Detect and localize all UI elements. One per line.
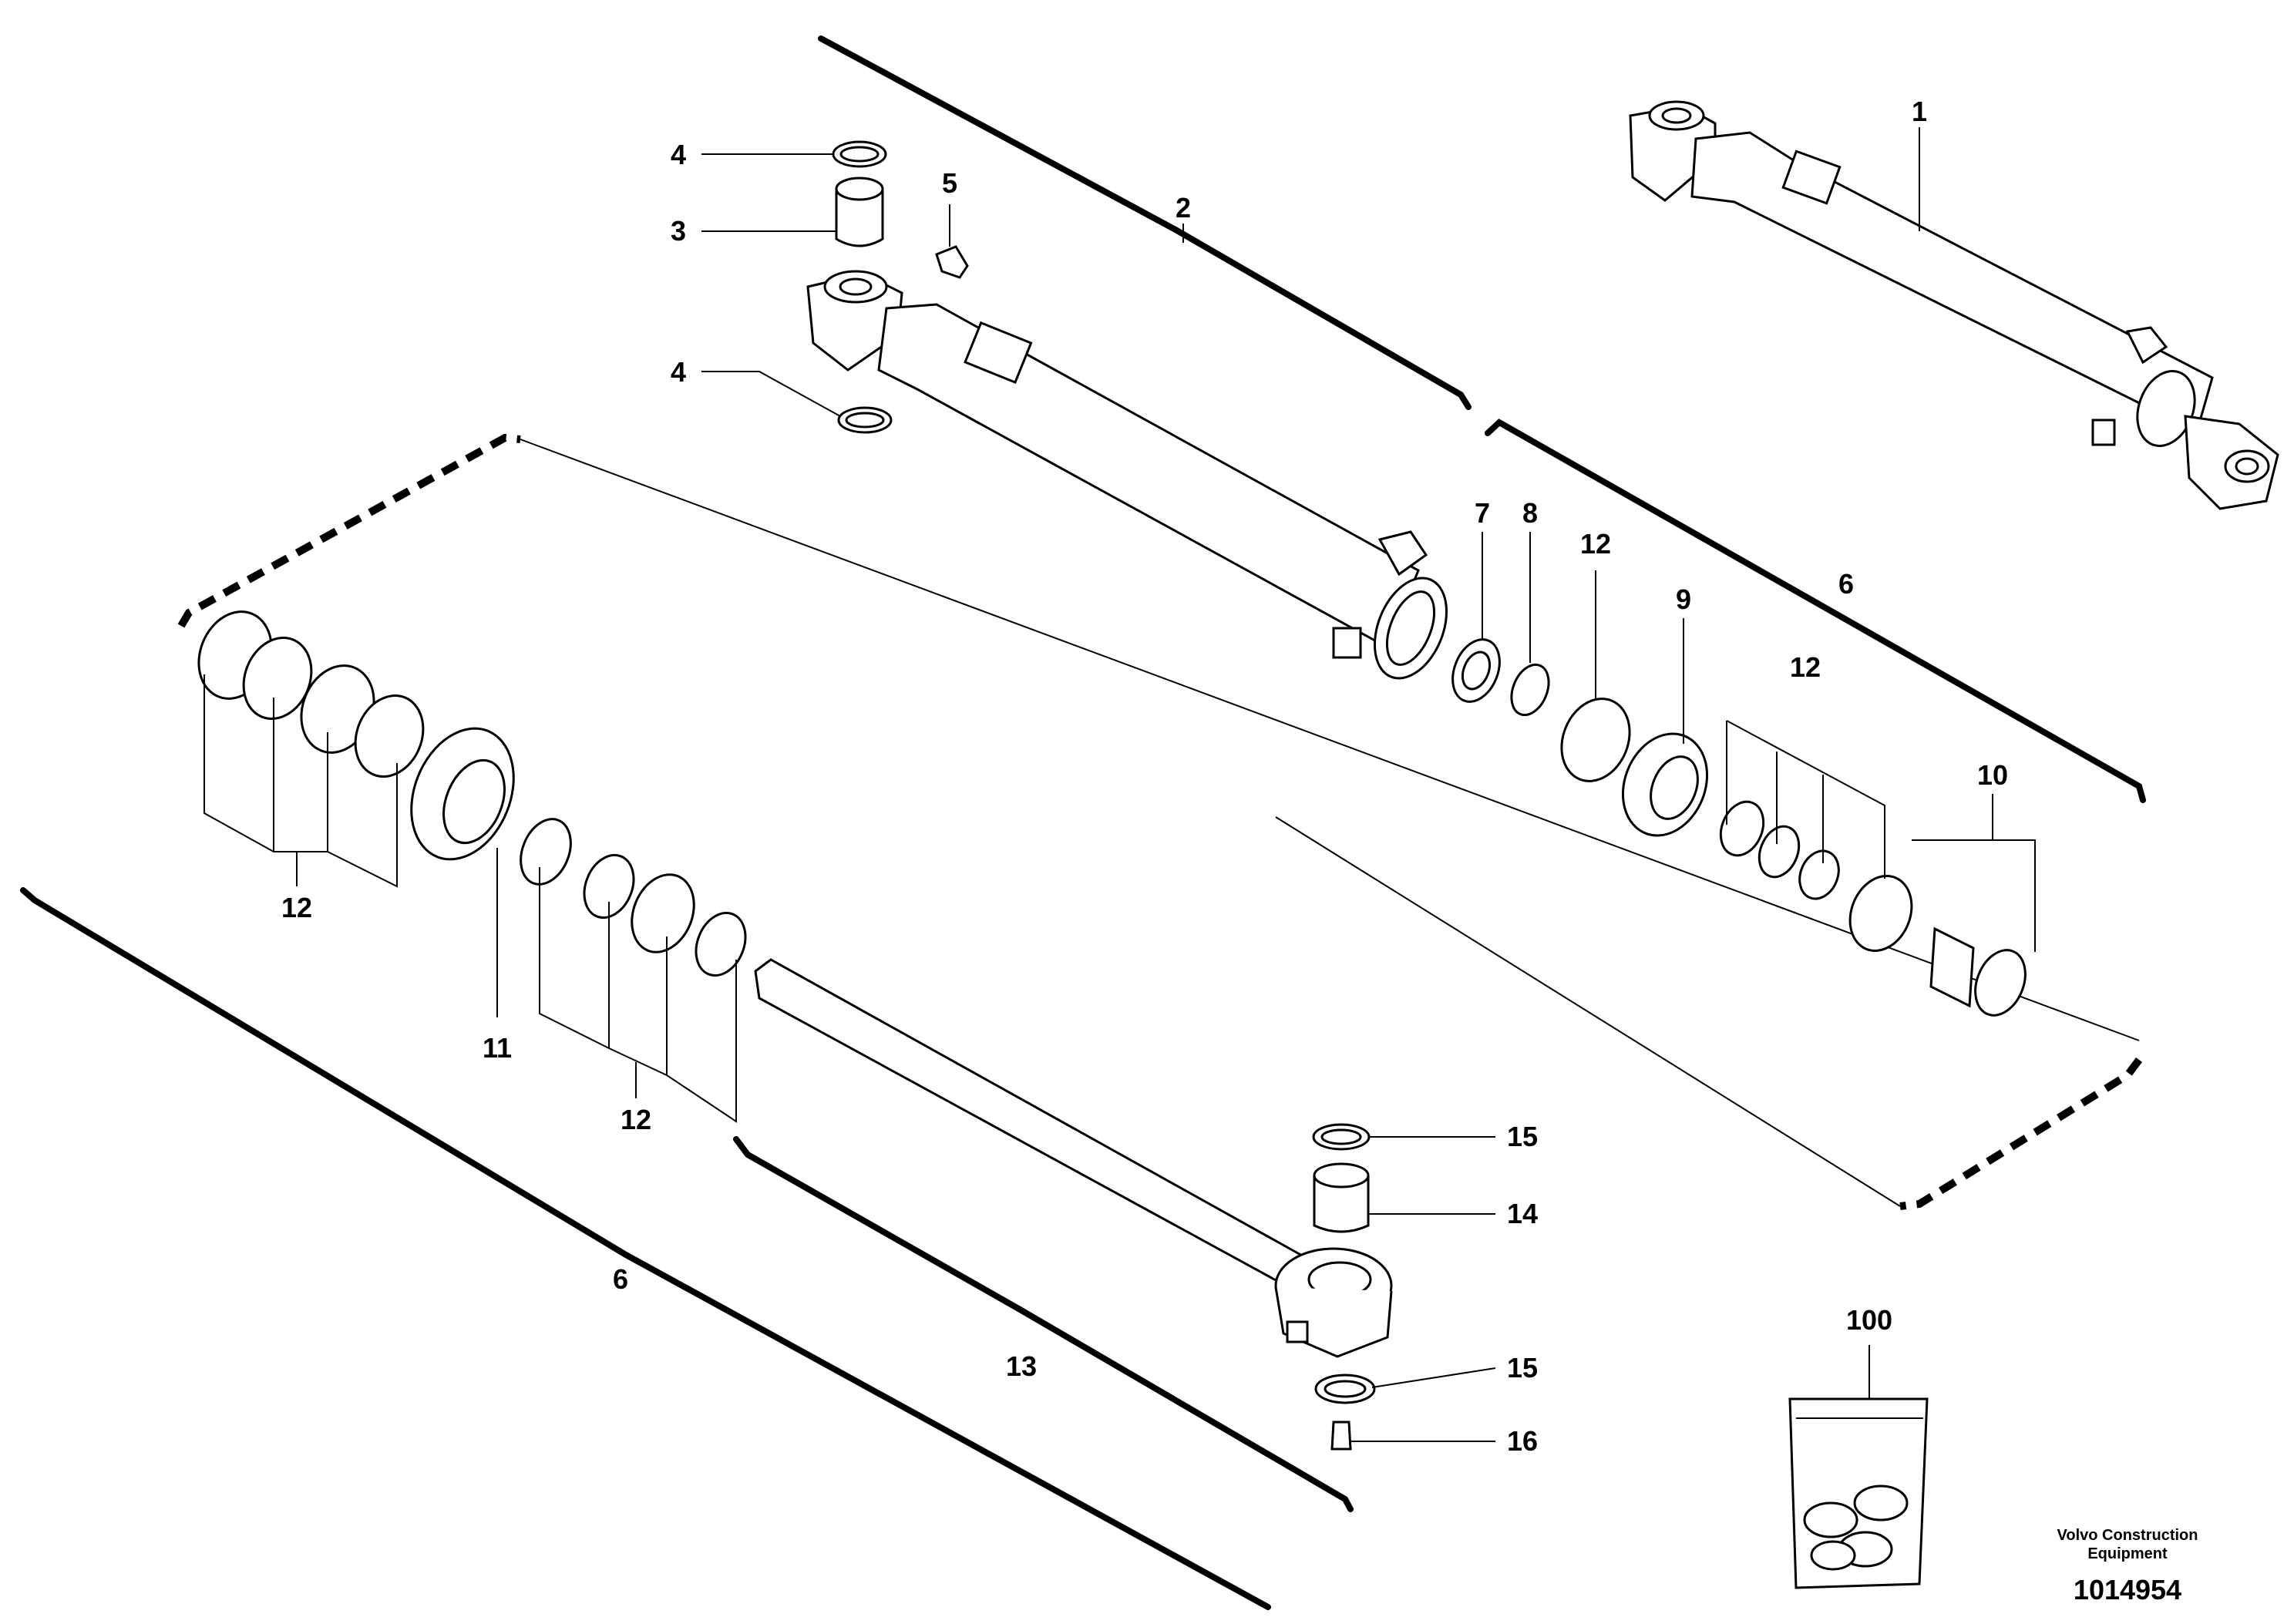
- callout-12-b: 12: [1790, 651, 1821, 683]
- seal-kit-dashed-outline-top: [177, 433, 521, 628]
- callout-5: 5: [942, 167, 957, 199]
- callout-8: 8: [1522, 497, 1538, 529]
- bracket-13: [733, 1136, 1354, 1512]
- callout-1: 1: [1912, 96, 1927, 127]
- company-name-line1: Volvo Construction: [2057, 1527, 2198, 1544]
- callout-7: 7: [1475, 497, 1490, 529]
- bracket-6-right: [1485, 419, 2146, 803]
- callout-13: 13: [1006, 1350, 1037, 1382]
- piston-rod: [754, 958, 1393, 1358]
- callout-2: 2: [1176, 192, 1191, 224]
- cylinder-tube: [806, 270, 1448, 680]
- caption-block: Volvo Construction Equipment 1014954: [2057, 1527, 2198, 1606]
- callout-4-top: 4: [671, 139, 686, 170]
- callout-6-right: 6: [1838, 568, 1854, 600]
- bracket-6-left: [20, 887, 1271, 1610]
- callout-16: 16: [1507, 1425, 1538, 1457]
- callout-12-a: 12: [1580, 528, 1611, 560]
- bracket-2: [818, 35, 1472, 410]
- document-number: 1014954: [2074, 1574, 2181, 1606]
- seal-kit-dashed-outline-bottom: [1899, 1057, 2142, 1210]
- callout-10: 10: [1977, 759, 2008, 791]
- leader-lines: [204, 127, 2036, 1442]
- callout-labels: 1 2 3 4 4 5 6 6 7 8 9 10 11 12 12 12 12 …: [281, 96, 2008, 1457]
- callout-100: 100: [1846, 1304, 1892, 1336]
- callout-11: 11: [483, 1032, 512, 1064]
- callout-3: 3: [671, 215, 686, 247]
- callout-4-lower: 4: [671, 356, 686, 388]
- small-parts: [197, 140, 2027, 1589]
- callout-6-left: 6: [613, 1263, 628, 1295]
- callout-14: 14: [1507, 1198, 1538, 1229]
- callout-15-top: 15: [1507, 1121, 1538, 1152]
- callout-12-c: 12: [281, 892, 312, 923]
- assembled-cylinder: [1629, 100, 2279, 510]
- callout-15-lower: 15: [1507, 1352, 1538, 1384]
- callout-9: 9: [1676, 583, 1691, 615]
- seal-kit-envelope-lower: [1275, 816, 1901, 1207]
- group-brackets: [20, 35, 2146, 1610]
- callout-12-d: 12: [621, 1104, 651, 1135]
- company-name-line2: Equipment: [2087, 1545, 2168, 1562]
